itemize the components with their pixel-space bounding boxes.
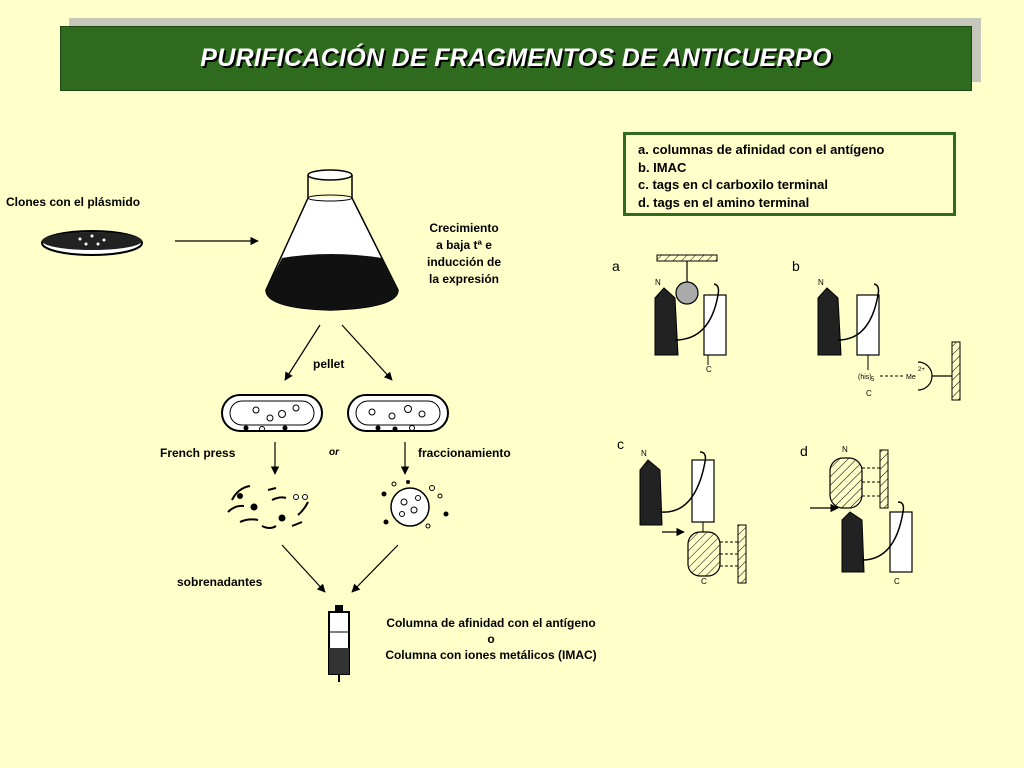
label-growth-line1: Crecimiento	[429, 221, 499, 235]
arrow-supernatant-right	[351, 544, 399, 593]
label-growth: Crecimiento a baja tª e inducción de la …	[414, 220, 514, 288]
label-column-line2: o	[487, 632, 495, 646]
panel-a-antigen-column	[654, 254, 727, 365]
label-clones: Clones con el plásmido	[6, 195, 141, 209]
lysate-debris	[227, 485, 309, 529]
legend-item-d: d. tags en el amino terminal	[638, 194, 810, 210]
panel-letter-c: c	[617, 436, 624, 452]
panel-b-metal-label: Me	[906, 374, 916, 381]
cell-right	[347, 394, 449, 432]
label-column: Columna de afinidad con el antígeno o Co…	[360, 615, 622, 663]
panel-b-his-subscript: 5	[871, 377, 875, 383]
panel-letter-b: b	[792, 258, 800, 274]
panel-c-c-terminal-tag	[639, 451, 747, 584]
panel-b-his-label: (his)	[858, 374, 872, 381]
panel-b-metal-charge: 2+	[918, 367, 925, 373]
label-pellet: pellet	[313, 357, 345, 371]
panel-letter-d: d	[800, 443, 808, 459]
legend-item-a: a. columnas de afinidad con el antígeno	[638, 142, 885, 157]
label-growth-line2: a baja tª e	[436, 238, 492, 252]
panel-c-c-label: C	[701, 577, 707, 586]
label-or: or	[329, 447, 339, 458]
label-fractionation: fraccionamiento	[418, 446, 511, 460]
cell-left	[221, 394, 323, 432]
panel-d-n-label: N	[842, 445, 848, 454]
erlenmeyer-flask	[265, 169, 399, 311]
legend-box: a. columnas de afinidad con el antígeno …	[623, 132, 956, 216]
purification-column	[328, 605, 350, 682]
arrow-supernatant-left	[281, 544, 326, 593]
legend-item-b: b. IMAC	[638, 159, 687, 175]
spheroplast	[381, 480, 449, 529]
panel-a-c-label: C	[706, 365, 712, 374]
arrow-pellet-right	[341, 324, 393, 381]
page-title: PURIFICACIÓN DE FRAGMENTOS DE ANTICUERPO	[200, 44, 832, 72]
arrow-pellet-left	[284, 324, 321, 381]
panel-a-n-label: N	[655, 278, 661, 287]
title-banner: PURIFICACIÓN DE FRAGMENTOS DE ANTICUERPO	[60, 26, 972, 91]
label-growth-line4: la expresión	[428, 272, 500, 286]
panel-letter-a: a	[612, 258, 620, 274]
legend-item-c: c. tags en cl carboxilo terminal	[638, 177, 829, 192]
label-column-line3: Columna con iones metálicos (IMAC)	[385, 648, 597, 662]
panel-b-imac	[817, 283, 961, 401]
panel-c-n-label: N	[641, 449, 647, 458]
label-growth-line3: inducción de	[426, 255, 501, 269]
label-french-press: French press	[160, 446, 236, 460]
label-supernatants: sobrenadantes	[177, 575, 263, 589]
panel-b-c-label: C	[866, 389, 872, 398]
panel-d-c-label: C	[894, 577, 900, 586]
label-column-line1: Columna de afinidad con el antígeno	[386, 616, 596, 630]
panel-d-n-terminal-tag	[810, 449, 913, 573]
petri-dish	[41, 230, 143, 256]
panel-b-n-label: N	[818, 278, 824, 287]
